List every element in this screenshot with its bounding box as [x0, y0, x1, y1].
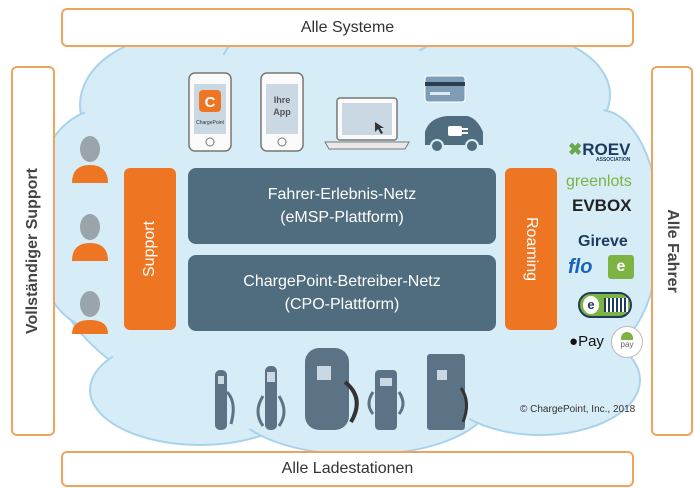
roaming-bar-label: Roaming [523, 216, 540, 282]
apple-pay-logo: ●Pay [569, 333, 604, 350]
gireve-logo: Gireve [578, 233, 628, 250]
slim-charger-icon [256, 366, 286, 430]
roev-text: ROEV [582, 140, 631, 159]
support-person-icon [72, 291, 108, 334]
operator-network-panel: ChargePoint-Betreiber-Netz (CPO-Plattfor… [188, 255, 496, 331]
operator-network-title: ChargePoint-Betreiber-Netz [243, 273, 441, 290]
flo-logo: flo [568, 256, 593, 278]
laptop-icon [324, 97, 410, 150]
dual-port-charger-icon [367, 370, 405, 430]
roev-logo: ✖ROEV [568, 140, 630, 160]
svg-text:C: C [205, 94, 216, 111]
chargepoint-phone-icon: C ChargePoint [188, 72, 232, 152]
your-app-line1: Ihre [274, 95, 291, 105]
android-icon [621, 332, 633, 340]
driver-network-subtitle: (eMSP-Plattform) [280, 209, 404, 226]
your-app-phone-icon: Ihre App [260, 72, 304, 152]
frame-all-charging-stations: Alle Ladestationen [61, 451, 634, 487]
your-app-line2: App [273, 107, 291, 117]
apple-icon: ● [569, 333, 579, 350]
credit-card-icon [424, 75, 466, 103]
frame-all-systems-label: Alle Systeme [300, 18, 395, 36]
roev-x-icon: ✖ [568, 140, 583, 159]
high-power-charger-icon [427, 354, 468, 430]
copyright-notice: © ChargePoint, Inc., 2018 [520, 404, 636, 415]
frame-full-support: Vollständiger Support [11, 66, 55, 436]
support-bar-label: Support [141, 220, 159, 278]
apple-pay-text: Pay [578, 333, 604, 350]
support-bar: Support [124, 168, 176, 330]
operator-network-subtitle: (CPO-Plattform) [284, 296, 400, 313]
e-mobility-logo: e [608, 255, 634, 279]
support-people [72, 136, 108, 334]
frame-all-charging-stations-label: Alle Ladestationen [281, 460, 414, 477]
dc-fast-charger-icon [305, 348, 359, 430]
evbox-logo: EVBOX [572, 196, 632, 215]
roev-subtitle: ASSOCIATION [596, 157, 631, 163]
driver-network-title: Fahrer-Erlebnis-Netz [267, 186, 417, 203]
support-person-icon [72, 214, 108, 261]
driver-network-panel: Fahrer-Erlebnis-Netz (eMSP-Plattform) [188, 168, 496, 244]
intercharge-logo: e [578, 292, 632, 318]
android-pay-text: pay [620, 340, 634, 349]
greenlots-logo: greenlots [566, 173, 632, 190]
electric-car-icon [425, 116, 483, 153]
android-pay-logo: pay [611, 326, 643, 358]
chargepoint-app-brand: ChargePoint [196, 120, 224, 126]
charging-stations-row [215, 348, 468, 430]
roaming-bar: Roaming [505, 168, 557, 330]
support-person-icon [72, 136, 108, 183]
frame-full-support-label: Vollständiger Support [24, 168, 41, 334]
devices-row: C ChargePoint Ihre App [188, 72, 483, 153]
frame-all-systems: Alle Systeme [61, 8, 634, 47]
wall-charger-icon [215, 370, 235, 430]
frame-all-drivers-label: Alle Fahrer [664, 209, 681, 293]
frame-all-drivers: Alle Fahrer [651, 66, 693, 436]
